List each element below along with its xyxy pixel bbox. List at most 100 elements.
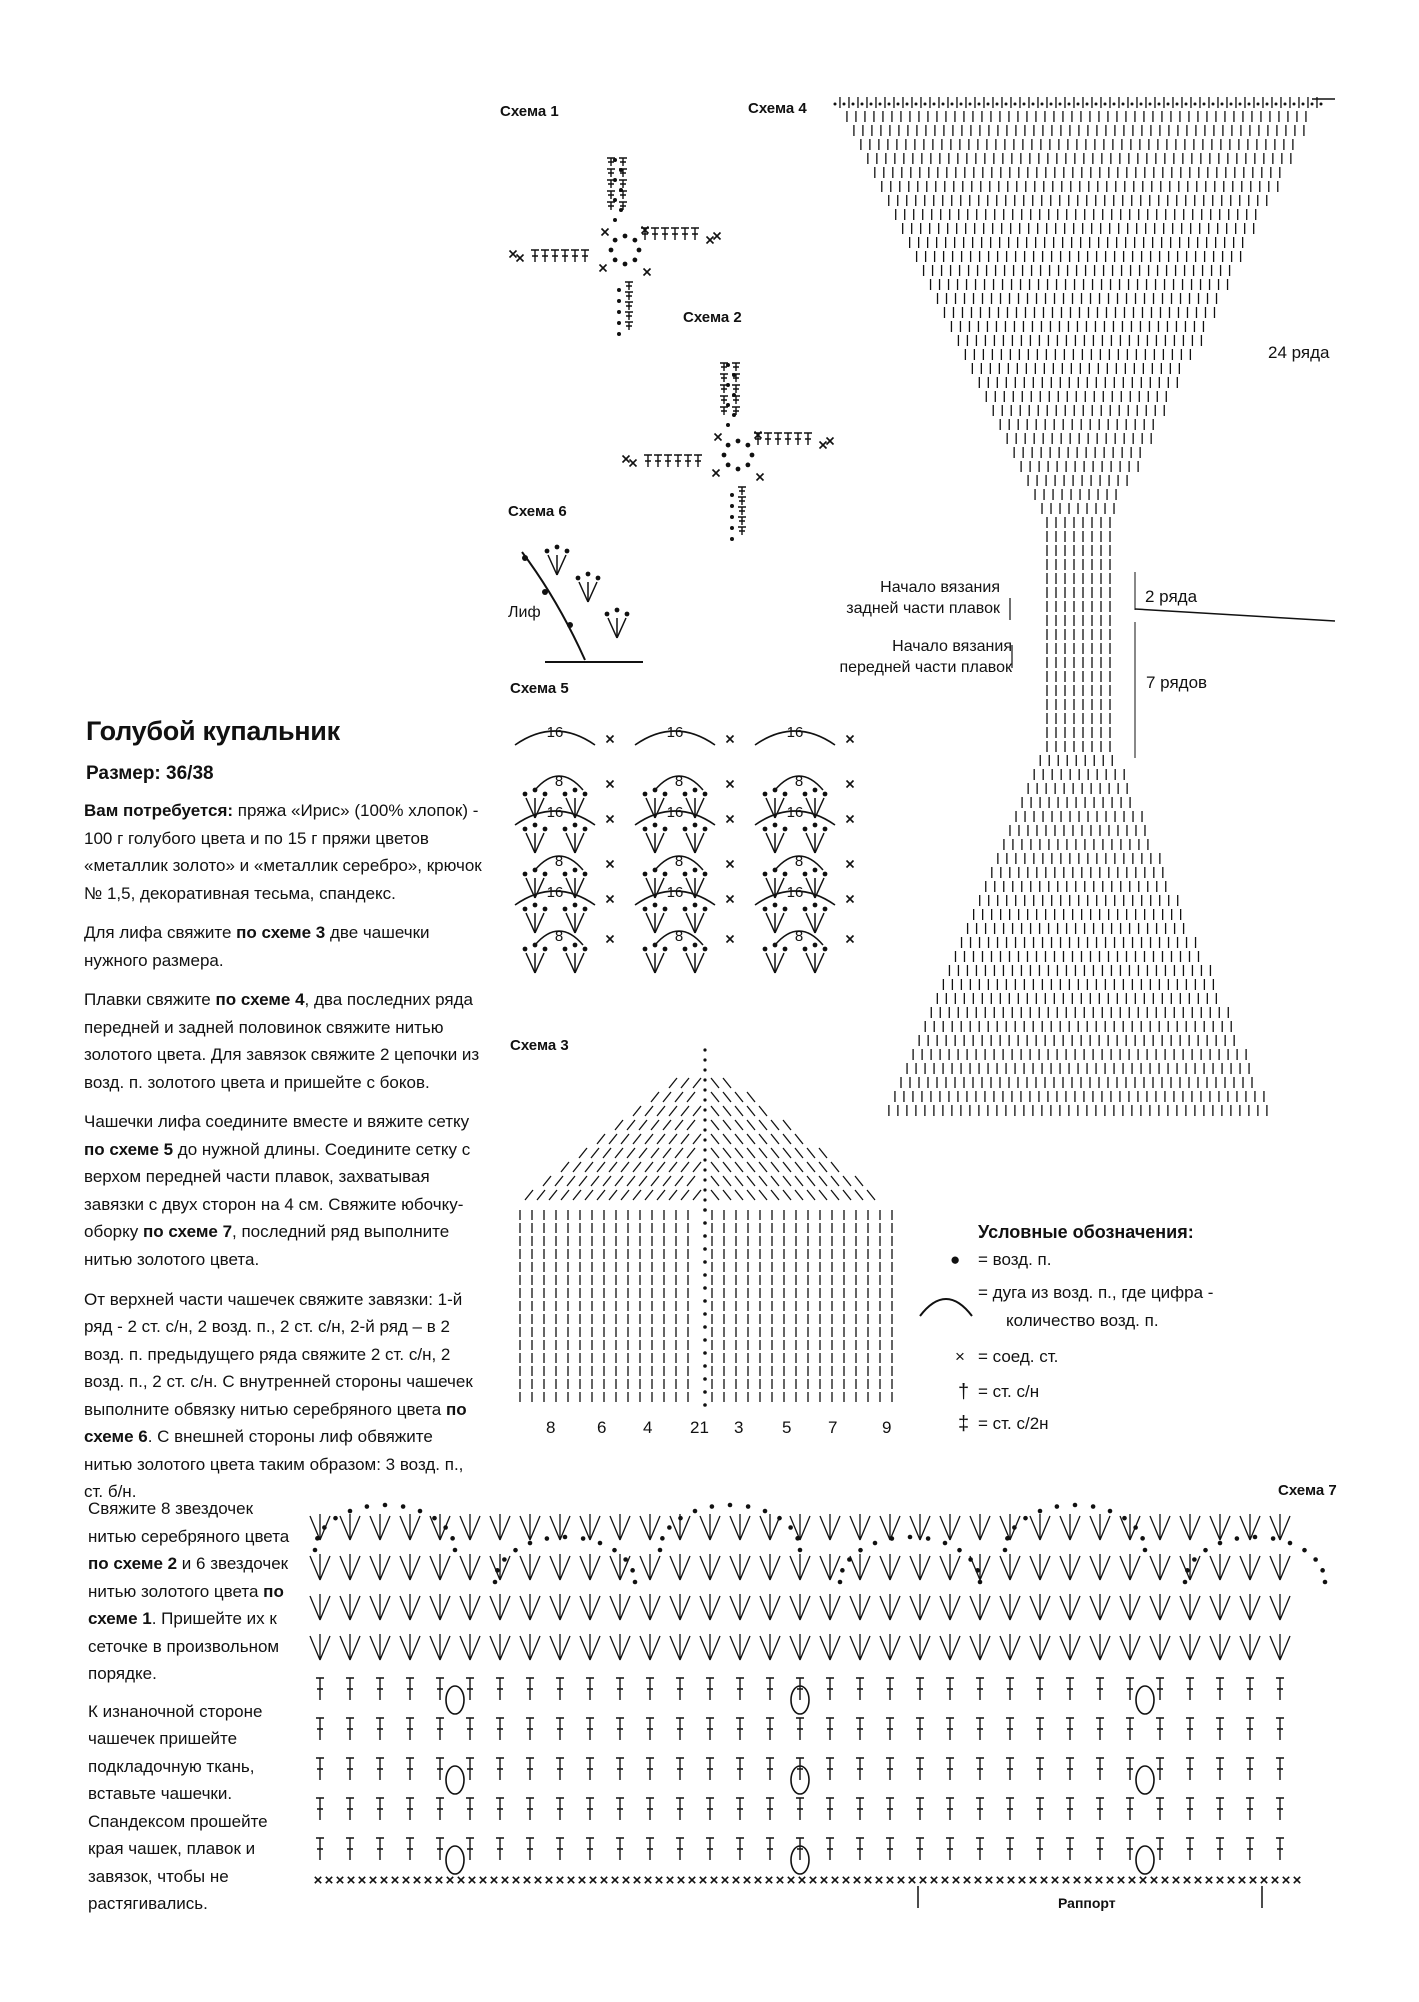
dome-stitch (830, 1161, 840, 1173)
chain-dot (532, 902, 538, 908)
dc-stitch (1216, 1757, 1224, 1780)
slip-cross (985, 1876, 993, 1884)
dc-stitch (946, 1717, 954, 1740)
dc-stitch (946, 1797, 954, 1820)
shell-stitch (489, 1594, 511, 1621)
picot-oval (445, 1765, 465, 1795)
legend-text-tr: = ст. с/2н (978, 1414, 1049, 1433)
legend-symbol-tr: ‡ (958, 1413, 970, 1435)
shell-stitch (1209, 1594, 1231, 1621)
dc-stitch (1156, 1757, 1164, 1780)
chain-arc (774, 930, 824, 946)
chain-dot (575, 575, 581, 581)
chain-dot (1049, 102, 1053, 106)
dome-stitch (608, 1161, 618, 1173)
chain-dot (703, 1068, 707, 1072)
dome-stitch (722, 1119, 732, 1131)
chain-arc (514, 810, 596, 826)
slip-cross (820, 1876, 828, 1884)
chain-dot (782, 826, 788, 832)
chain-dot (522, 871, 528, 877)
dome-stitch (722, 1077, 732, 1089)
shell-stitch (1029, 1514, 1051, 1541)
chain-dot (1193, 102, 1197, 106)
legend-text-arc: = дуга из возд. п., где цифра - (978, 1283, 1214, 1302)
chain-arc (634, 730, 716, 746)
arc-count: 8 (675, 928, 683, 945)
chain-dot (730, 537, 734, 541)
chain-dot (417, 1508, 423, 1514)
shell-stitch (579, 1514, 601, 1541)
chain-dot (652, 822, 658, 828)
chain-dot (657, 1547, 663, 1553)
chain-dot (364, 1504, 370, 1509)
chain-dot (582, 906, 588, 912)
chain-dot (703, 1286, 707, 1290)
shell-stitch (1029, 1594, 1051, 1621)
chain-dot (1002, 1547, 1008, 1553)
dc-stitch (976, 1677, 984, 1700)
slip-cross (919, 1876, 927, 1884)
dome-stitch (662, 1091, 672, 1103)
dc-stitch (676, 1797, 684, 1820)
chain-dot (896, 102, 900, 106)
chain-dot (682, 946, 688, 952)
dc-stitch (654, 454, 662, 467)
slip-cross (1216, 1876, 1224, 1884)
fan-stitch (534, 952, 545, 974)
chain-arc (754, 890, 836, 906)
dc-stitch (1066, 1797, 1074, 1820)
slip-cross (1271, 1876, 1279, 1884)
dc-stitch (526, 1757, 534, 1780)
dc-stitch (1096, 1757, 1104, 1780)
text: две чашечки нужного размера. (84, 923, 430, 970)
slip-cross (605, 814, 615, 824)
dc-stitch (1096, 1797, 1104, 1820)
dc-stitch (676, 1837, 684, 1860)
dome-stitch (782, 1119, 792, 1131)
slip-cross (1260, 1876, 1268, 1884)
shell-stitch (1209, 1634, 1231, 1661)
dome-stitch (656, 1189, 666, 1201)
shell-stitch (429, 1634, 451, 1661)
dc-stitch (706, 1717, 714, 1740)
dc-stitch (646, 1717, 654, 1740)
text: . С внешней стороны лиф обвяжите нитью з… (84, 1427, 464, 1502)
fan-stitch (774, 952, 785, 974)
dc-stitch (607, 168, 615, 177)
dome-stitch (674, 1091, 684, 1103)
dc-stitch (607, 190, 615, 199)
chain-dot (522, 946, 528, 952)
chain-dot (762, 906, 768, 912)
chain-dot (522, 555, 528, 561)
chain-dot (1265, 102, 1269, 106)
fan-stitch (685, 912, 696, 934)
chain-dot (986, 102, 990, 106)
chain-dot (1256, 102, 1260, 106)
fan-stitch (565, 952, 576, 974)
arc-count: 16 (787, 804, 804, 821)
dc-stitch (1156, 1837, 1164, 1860)
chain-dot (582, 946, 588, 952)
dc-stitch (706, 1797, 714, 1820)
chain-arc (654, 855, 704, 871)
chain-dot (925, 1536, 931, 1541)
dc-stitch (1126, 1757, 1134, 1780)
arc-count: 8 (555, 928, 563, 945)
dc-stitch (784, 432, 792, 445)
shell-stitch (879, 1634, 901, 1661)
chain-dot (772, 942, 778, 948)
shell-stitch (1149, 1634, 1171, 1661)
dome-stitch (854, 1189, 864, 1201)
chain-arc (654, 775, 704, 791)
dc-stitch (526, 1837, 534, 1860)
dc-stitch (856, 1677, 864, 1700)
fan-stitch (616, 617, 627, 639)
slip-cross (633, 1876, 641, 1884)
chain-dot (1211, 102, 1215, 106)
dome-stitch (662, 1175, 672, 1187)
dc-stitch (316, 1717, 324, 1740)
slip-cross (605, 859, 615, 869)
